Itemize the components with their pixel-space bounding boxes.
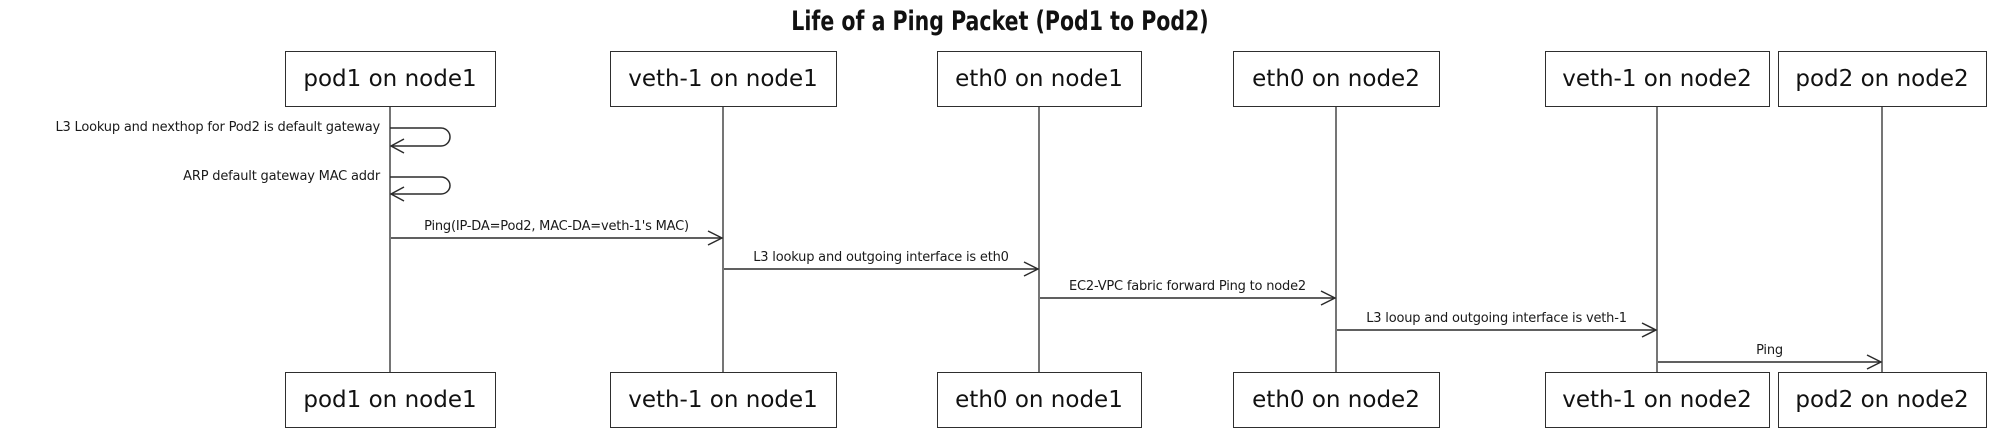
- message-label: EC2-VPC fabric forward Ping to node2: [1069, 279, 1306, 294]
- message-label: L3 looup and outgoing interface is veth-…: [1366, 311, 1627, 326]
- participant-top-eth0-node2: eth0 on node2: [1232, 51, 1440, 107]
- participant-top-eth0-node1: eth0 on node1: [936, 51, 1142, 107]
- message-arrowhead: [390, 186, 405, 202]
- message-arrowhead: [1866, 354, 1882, 370]
- participant-bottom-veth1-node1: veth-1 on node1: [609, 372, 837, 428]
- participant-top-veth1-node2: veth-1 on node2: [1544, 51, 1770, 107]
- participant-bottom-eth0-node2: eth0 on node2: [1232, 372, 1440, 428]
- self-message-loop: [390, 176, 451, 195]
- diagram-title: Life of a Ping Packet (Pod1 to Pod2): [791, 6, 1209, 37]
- participant-bottom-pod2-node2: pod2 on node2: [1777, 372, 1987, 428]
- message-label: Ping(IP-DA=Pod2, MAC-DA=veth-1's MAC): [424, 219, 689, 234]
- participant-top-pod2-node2: pod2 on node2: [1777, 51, 1987, 107]
- message-label: L3 lookup and outgoing interface is eth0: [753, 250, 1009, 265]
- message-arrowhead: [1023, 261, 1039, 277]
- message-arrowhead: [390, 138, 405, 154]
- participant-top-veth1-node1: veth-1 on node1: [609, 51, 837, 107]
- message-arrowhead: [707, 230, 723, 246]
- self-message-loop: [390, 127, 451, 147]
- participant-bottom-pod1-node1: pod1 on node1: [284, 372, 496, 428]
- participant-bottom-veth1-node2: veth-1 on node2: [1544, 372, 1770, 428]
- message-arrowhead: [1641, 322, 1657, 338]
- self-message-label: L3 Lookup and nexthop for Pod2 is defaul…: [55, 120, 381, 136]
- participant-top-pod1-node1: pod1 on node1: [284, 51, 496, 107]
- message-arrowhead: [1320, 290, 1336, 306]
- message-label: Ping: [1756, 343, 1783, 358]
- participant-bottom-eth0-node1: eth0 on node1: [936, 372, 1142, 428]
- self-message-label: ARP default gateway MAC addr: [183, 169, 380, 185]
